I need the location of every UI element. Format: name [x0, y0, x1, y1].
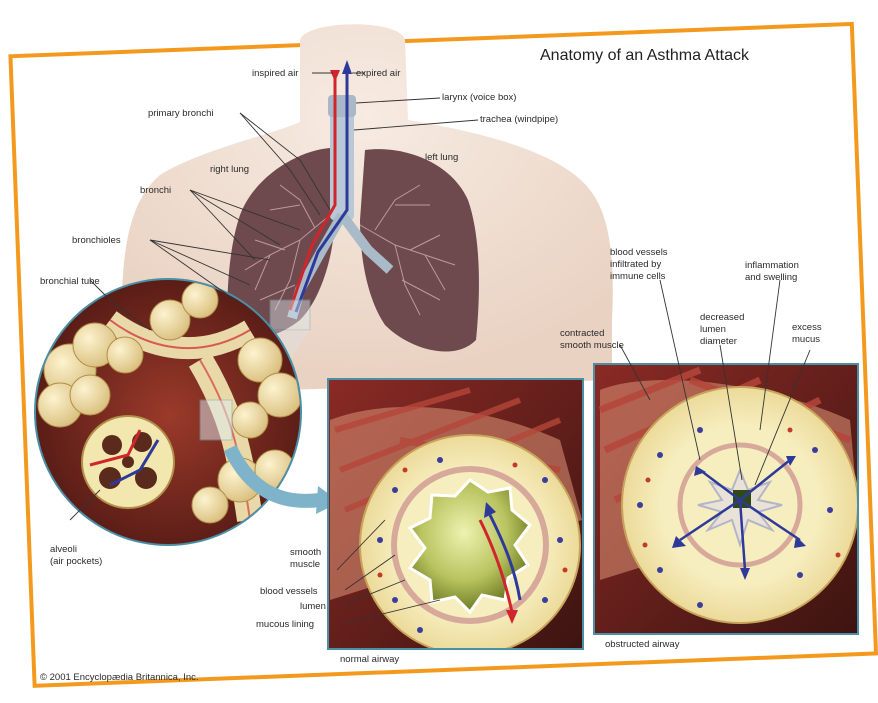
label-decreased-1: decreased	[700, 312, 744, 323]
label-infiltrated-3: immune cells	[610, 271, 666, 282]
zoom-region	[270, 300, 310, 330]
label-mucous-lining: mucous lining	[256, 619, 314, 630]
label-trachea: trachea (windpipe)	[480, 114, 558, 125]
label-contracted-1: contracted	[560, 328, 604, 339]
label-primary-bronchi: primary bronchi	[148, 108, 213, 119]
label-bronchial-tube: bronchial tube	[40, 276, 100, 287]
label-bronchioles: bronchioles	[72, 235, 121, 246]
label-excess-1: excess	[792, 322, 822, 333]
label-infiltrated-1: blood vessels	[610, 247, 668, 258]
label-expired-air: expired air	[356, 68, 400, 79]
label-excess-2: mucus	[792, 334, 820, 345]
label-blood-vessels: blood vessels	[260, 586, 318, 597]
label-decreased-3: diameter	[700, 336, 737, 347]
label-left-lung: left lung	[425, 152, 458, 163]
label-obstructed-airway: obstructed airway	[605, 639, 680, 650]
label-alveoli: alveoli	[50, 544, 77, 555]
label-air-pockets: (air pockets)	[50, 556, 102, 567]
label-decreased-2: lumen	[700, 324, 726, 335]
label-bronchi: bronchi	[140, 185, 171, 196]
label-infiltrated-2: infiltrated by	[610, 259, 661, 270]
copyright-notice: © 2001 Encyclopædia Britannica, Inc.	[40, 672, 199, 683]
label-inflammation-2: and swelling	[745, 272, 797, 283]
label-smooth: smooth	[290, 547, 321, 558]
label-normal-airway: normal airway	[340, 654, 399, 665]
label-inflammation-1: inflammation	[745, 260, 799, 271]
label-right-lung: right lung	[210, 164, 249, 175]
label-larynx: larynx (voice box)	[442, 92, 516, 103]
normal-airway-panel	[327, 378, 584, 655]
label-muscle: muscle	[290, 559, 320, 570]
label-contracted-2: smooth muscle	[560, 340, 624, 351]
obstructed-airway-panel	[593, 363, 859, 635]
diagram-title: Anatomy of an Asthma Attack	[540, 47, 750, 64]
label-inspired-air: inspired air	[252, 68, 298, 79]
label-lumen: lumen	[300, 601, 326, 612]
